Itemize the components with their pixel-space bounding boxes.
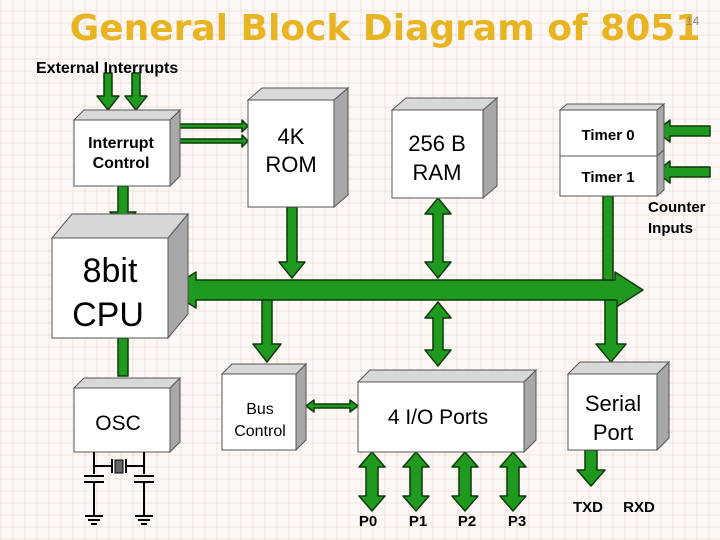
ext-int-arrow-1	[96, 72, 120, 111]
bus-buscontrol-arrow	[252, 299, 282, 363]
serial-port-label-2: Port	[593, 420, 633, 445]
rom-bus-arrow	[278, 206, 306, 279]
p2-arrow	[451, 451, 479, 512]
rom-block	[246, 86, 350, 209]
ram-label-1: 256 B	[408, 131, 466, 156]
txd-label: TXD	[573, 499, 603, 516]
ram-bus-arrow	[424, 197, 452, 279]
int-rom-arrow-1	[171, 119, 249, 133]
external-interrupts-label: External Interrupts	[36, 60, 178, 77]
crystal-circuit	[84, 452, 154, 506]
osc-label: OSC	[95, 412, 141, 435]
timer0-block	[558, 102, 666, 158]
port-p2-label: P2	[458, 513, 476, 530]
buscontrol-io-arrow	[305, 399, 359, 413]
cpu-label-2: CPU	[72, 296, 144, 334]
bus-control-block	[220, 362, 308, 452]
cpu-osc-arrow	[117, 337, 129, 377]
osc-block	[72, 376, 182, 454]
ram-label-2: RAM	[413, 160, 462, 185]
ground-symbol-left	[84, 505, 104, 525]
serial-port-block	[566, 360, 671, 452]
io-ports-label: 4 I/O Ports	[388, 406, 488, 429]
p0-arrow	[358, 451, 386, 512]
timer0-label: Timer 0	[581, 127, 634, 144]
cpu-block	[50, 212, 190, 340]
p1-arrow	[402, 451, 430, 512]
p3-arrow	[499, 451, 527, 512]
bus-control-label-2: Control	[234, 423, 286, 440]
timer1-label: Timer 1	[581, 169, 634, 186]
port-p1-label: P1	[409, 513, 427, 530]
slide-title: General Block Diagram of 8051	[69, 8, 701, 49]
slide-number: 14	[686, 14, 700, 28]
timer1-block	[559, 148, 665, 198]
counter-inputs-label-1: Counter	[648, 199, 706, 216]
bus-io-arrow	[424, 301, 452, 367]
cpu-label-1: 8bit	[83, 252, 138, 290]
bus-control-label-1: Bus	[246, 401, 274, 418]
ext-int-arrow-2	[124, 72, 148, 111]
rxd-label: RXD	[623, 499, 655, 516]
int-rom-arrow-2	[171, 134, 249, 148]
main-bus-arrow	[167, 271, 644, 309]
timer-bus-arrow	[602, 195, 614, 281]
interrupt-control-block	[72, 108, 182, 188]
ground-symbol-right	[134, 505, 154, 525]
port-p3-label: P3	[508, 513, 526, 530]
rom-label-2: ROM	[265, 152, 316, 177]
serial-port-label-1: Serial	[585, 391, 641, 416]
interrupt-control-label-2: Control	[93, 155, 150, 172]
serial-out-arrow	[576, 449, 606, 487]
ram-block	[390, 96, 499, 200]
port-p0-label: P0	[359, 513, 377, 530]
bus-serial-arrow	[595, 299, 627, 363]
interrupt-control-label-1: Interrupt	[88, 135, 154, 152]
rom-label-1: 4K	[278, 124, 305, 149]
io-ports-block	[356, 368, 538, 454]
counter-inputs-label-2: Inputs	[648, 220, 693, 237]
